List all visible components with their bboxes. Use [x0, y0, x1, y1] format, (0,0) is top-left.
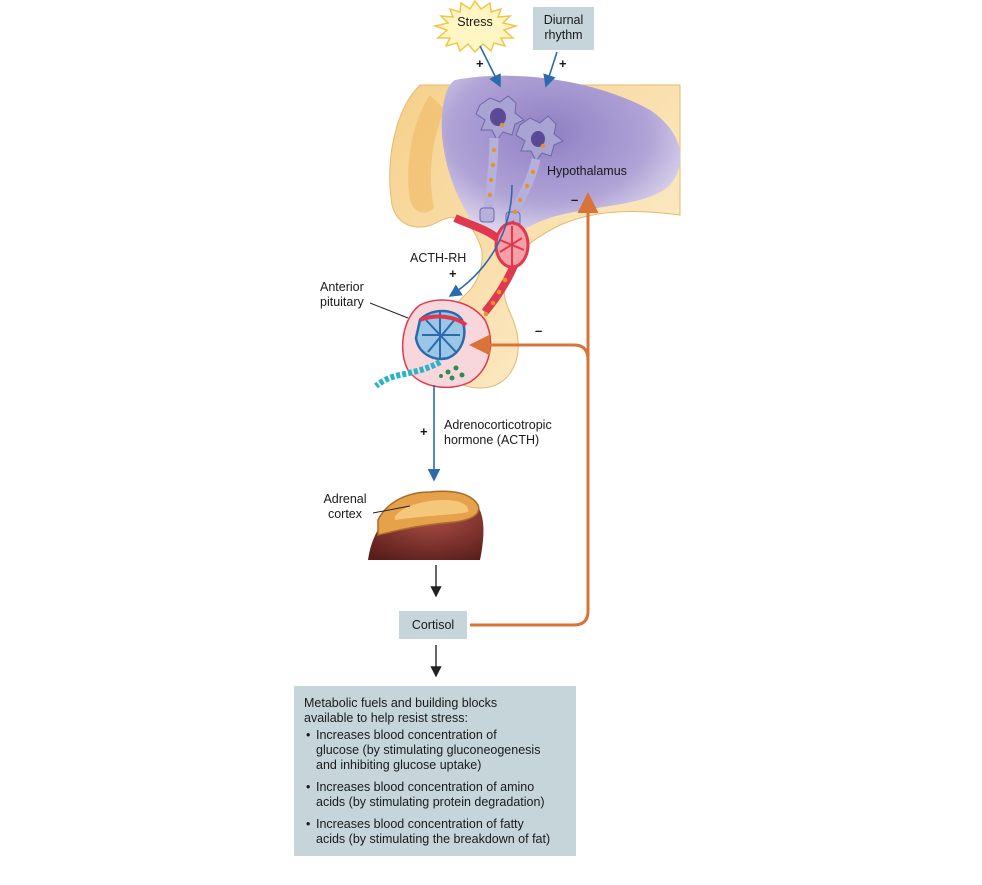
diurnal-line1: Diurnal: [543, 13, 584, 27]
anterior-pituitary-label: Anterior pituitary: [320, 280, 364, 310]
effect-item-glucose: Increases blood concentration of glucose…: [304, 728, 566, 773]
adrenal-cortex-line2: cortex: [327, 507, 363, 521]
diurnal-arrow: [543, 51, 558, 88]
anterior-pituitary-line1: Anterior: [320, 280, 364, 294]
effect-item-amino-acids: Increases blood concentration of amino a…: [304, 780, 566, 810]
effects-heading-line1: Metabolic fuels and building blocks: [304, 696, 498, 710]
adrenal-cortex-line1: Adrenal: [323, 492, 367, 506]
acth-label: Adrenocorticotropic hormone (ACTH): [444, 418, 552, 448]
acth-rh-label: ACTH-RH: [410, 251, 467, 265]
anterior-pituitary-line2: pituitary: [320, 295, 364, 309]
effects-heading-line2: available to help resist stress:: [304, 711, 468, 725]
acth-rh-plus-sign: +: [449, 266, 457, 281]
diurnal-plus-sign: +: [559, 56, 567, 71]
acth-plus-sign: +: [420, 424, 428, 439]
acth-line1: Adrenocorticotropic: [444, 418, 552, 432]
effect-fatty-line2: acids (by stimulating the breakdown of f…: [316, 832, 551, 846]
acth-line2: hormone (ACTH): [444, 433, 540, 447]
adrenal-gland: [368, 490, 484, 560]
diurnal-line2: rhythm: [544, 28, 583, 42]
effect-glucose-line2: glucose (by stimulating gluconeogenesis: [316, 743, 541, 757]
pituitary-vein: [374, 359, 442, 389]
cortisol-box: Cortisol: [399, 611, 467, 639]
effect-amino-line1: Increases blood concentration of amino: [316, 780, 535, 794]
effect-item-fatty-acids: Increases blood concentration of fatty a…: [304, 817, 566, 847]
effects-list: Increases blood concentration of glucose…: [304, 728, 566, 847]
feedback-to-pituitary: [469, 334, 590, 361]
pituitary-leader: [369, 302, 409, 319]
effect-glucose-line3: and inhibiting glucose uptake): [316, 758, 482, 772]
effect-glucose-line1: Increases blood concentration of: [316, 728, 497, 742]
metabolic-effects-box: Metabolic fuels and building blocks avai…: [294, 686, 576, 856]
acth-rh-arrow: [448, 184, 513, 297]
diurnal-rhythm-box: Diurnal rhythm: [533, 7, 594, 50]
stress-label: Stress: [457, 15, 493, 29]
effect-fatty-line1: Increases blood concentration of fatty: [316, 817, 524, 831]
pituitary-minus-sign: –: [535, 323, 543, 338]
stress-plus-sign: +: [476, 56, 484, 71]
stress-starburst: [432, 0, 519, 54]
hypothalamus-minus-sign: –: [571, 192, 579, 207]
portal-capillaries: [453, 214, 530, 341]
effect-amino-line2: acids (by stimulating protein degradatio…: [316, 795, 545, 809]
stress-arrow: [479, 45, 501, 88]
feedback-to-hypothalamus: [470, 192, 599, 627]
adrenal-cortex-label: Adrenal cortex: [322, 492, 368, 522]
anterior-pituitary: [401, 299, 492, 389]
hypothalamus-label: Hypothalamus: [547, 164, 627, 178]
adrenal-leader: [372, 505, 411, 514]
brain-outer-fold: [408, 95, 445, 213]
